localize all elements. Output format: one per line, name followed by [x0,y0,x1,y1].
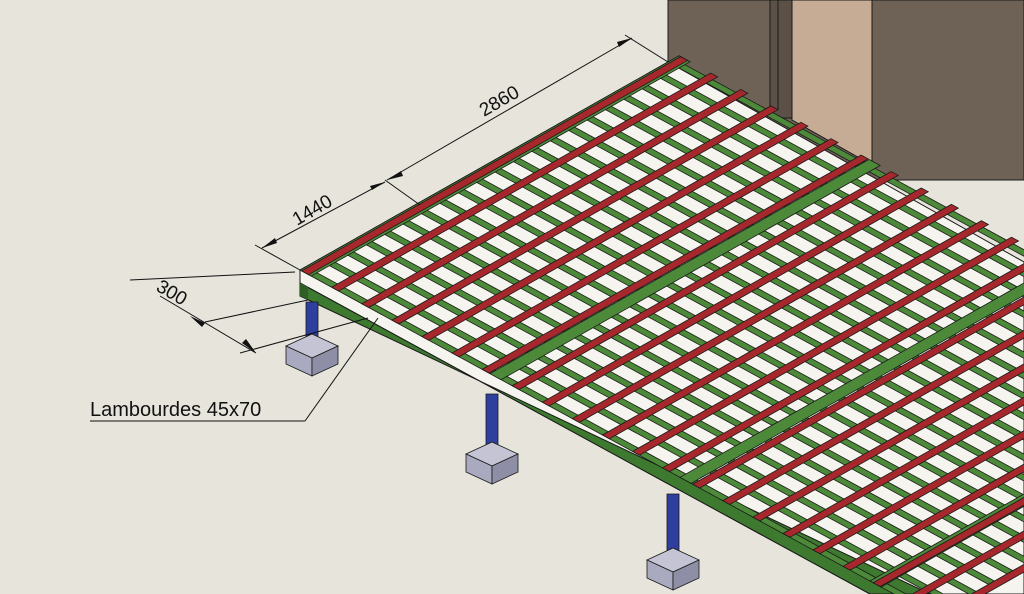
joist [481,154,869,374]
dimension-label-2860: 2860 [476,82,523,121]
joist [300,56,689,276]
post [666,493,680,553]
joist [391,105,779,325]
pad-right [672,559,700,591]
joist [812,430,1024,555]
joist [451,138,839,358]
joist [970,563,1024,594]
front-post-2 [465,393,519,485]
deck-frame [299,55,1024,594]
joist [360,88,749,308]
callout-leader [90,317,379,422]
bearer [489,158,881,381]
joist [601,220,990,440]
joist [911,530,1024,594]
front-post-1 [285,301,339,377]
joist [721,329,1024,505]
callout-label: Lambourdes 45x70 [90,399,261,421]
joist [571,203,960,423]
joist [631,236,1020,456]
joist [330,72,719,292]
posts [285,301,700,591]
joist [752,363,1024,522]
dimension-lines [129,34,669,354]
joist [782,396,1024,538]
pad-right [311,345,339,377]
pad-right [491,453,519,485]
dimension-label-1440: 1440 [289,191,336,230]
joist [511,171,899,391]
joist [421,121,809,341]
front-post-3 [646,493,700,591]
joists [300,56,1024,594]
bearer [679,282,1024,484]
joist [691,296,1024,489]
joist [842,463,1024,571]
joist [541,187,930,407]
joist [872,497,1024,587]
dimension-label-300: 300 [153,276,191,310]
joist [661,263,1024,473]
post [485,393,499,447]
